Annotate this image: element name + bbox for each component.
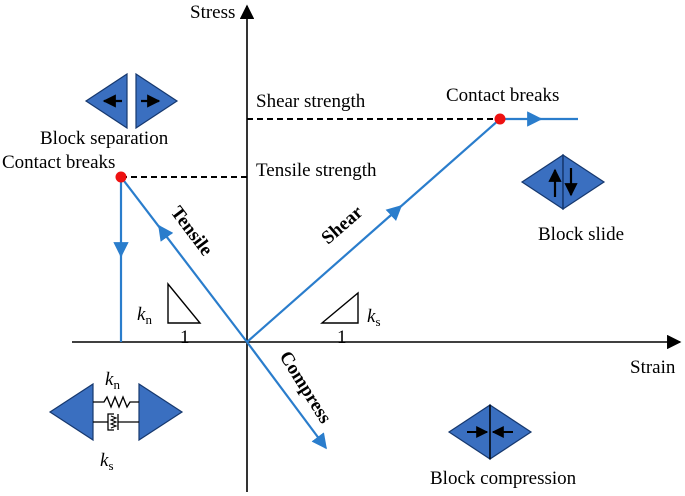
contact-breaks-label-left: Contact breaks [2, 152, 115, 173]
compress-label: Compress [275, 348, 336, 428]
contact-break-point-left [115, 171, 127, 183]
damper-icon [93, 413, 139, 431]
block-separation-label: Block separation [40, 128, 169, 149]
tensile-label: Tensile [166, 202, 217, 260]
shear-strength-label: Shear strength [256, 91, 366, 112]
shear-path [246, 118, 501, 343]
kn-run-label: 1 [180, 327, 190, 348]
model-ks-label: ks [100, 450, 114, 473]
block-slide-icon [520, 153, 606, 211]
tensile-path [120, 176, 248, 343]
tensile-strength-label: Tensile strength [256, 160, 377, 181]
x-axis-label: Strain [630, 357, 676, 378]
kn-label: kn [137, 304, 152, 327]
slide-left-block [520, 153, 564, 211]
kn-slope-triangle [167, 282, 202, 324]
spring-icon [93, 395, 139, 409]
contact-model-icon [48, 382, 184, 442]
ks-label: ks [367, 306, 381, 329]
ks-slope-triangle [320, 291, 359, 324]
tensile-path-arrow [158, 224, 174, 242]
block-compression-label: Block compression [430, 468, 577, 489]
block-compression-icon [447, 403, 533, 461]
contact-break-point-right [494, 113, 506, 125]
block-separation-icon [84, 72, 179, 130]
model-left-block [48, 382, 94, 442]
block-slide-label: Block slide [538, 224, 624, 245]
model-right-block [138, 382, 184, 442]
slide-right-block [562, 153, 606, 211]
model-kn-label: kn [105, 369, 120, 392]
shear-path-arrow [385, 204, 403, 222]
ks-run-label: 1 [337, 327, 347, 348]
compress-path [246, 341, 327, 450]
contact-breaks-label-right: Contact breaks [446, 85, 559, 106]
y-axis-label: Stress [190, 2, 235, 23]
